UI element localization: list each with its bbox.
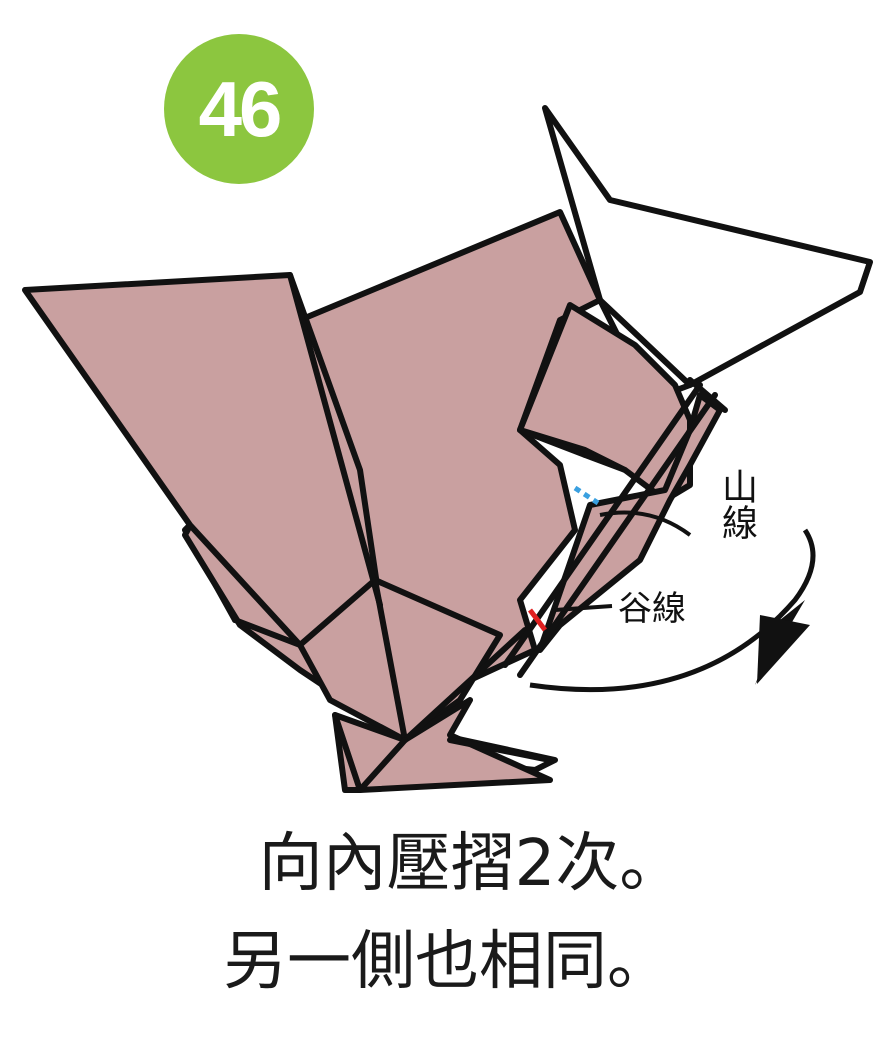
step-number: 46 <box>198 65 283 153</box>
caption-line-2: 另一側也相同。 <box>223 925 671 999</box>
valley-fold-label: 谷線 <box>618 589 686 629</box>
caption-line-1: 向內壓摺2次。 <box>258 827 684 901</box>
mountain-leader <box>599 510 692 537</box>
mountain-fold-mark <box>573 485 600 506</box>
rotate-arrow <box>529 528 816 693</box>
valley-leader <box>554 604 613 612</box>
mountain-fold-label: 山線 <box>716 468 757 540</box>
step-badge: 46 <box>164 34 314 184</box>
valley-fold-mark <box>528 608 547 632</box>
